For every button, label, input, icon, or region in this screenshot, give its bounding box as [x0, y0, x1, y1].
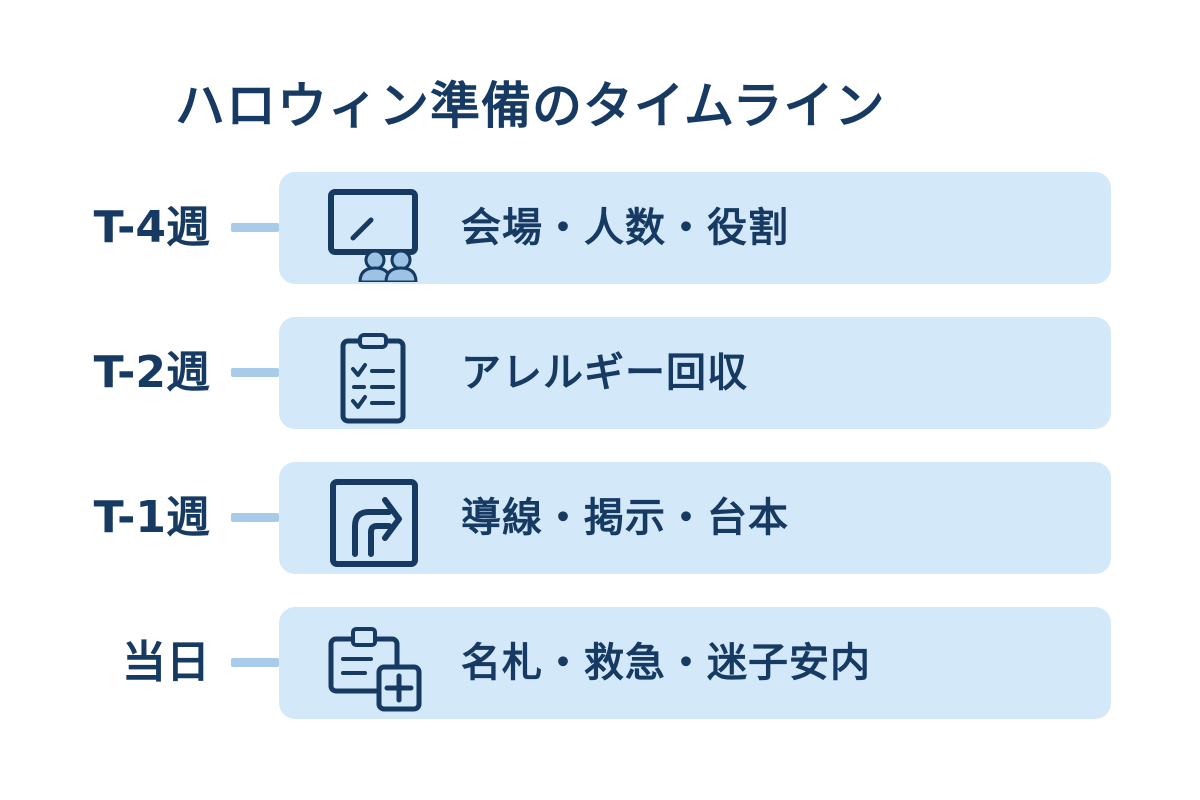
timeline-connector [231, 513, 279, 522]
timeline-label-t4: T-4週 [93, 202, 210, 253]
presentation-people-icon [327, 186, 423, 282]
timeline-card-t1: 導線・掲示・台本 [279, 462, 1111, 574]
timeline-connector [231, 368, 279, 377]
timeline-text-t2: アレルギー回収 [461, 350, 748, 396]
timeline-label-t1: T-1週 [93, 492, 210, 543]
timeline-label-day: 当日 [122, 637, 210, 688]
timeline-card-t4: 会場・人数・役割 [279, 172, 1111, 284]
timeline-card-day: 名札・救急・迷子安内 [279, 607, 1111, 719]
timeline-text-day: 名札・救急・迷子安内 [461, 640, 871, 686]
clipboard-checklist-icon [327, 331, 423, 427]
timeline-connector [231, 223, 279, 232]
timeline-row-t1: T-1週 導線・掲示・台本 [0, 462, 1200, 574]
timeline-row-day: 当日 名札・救急・迷子安内 [0, 607, 1200, 719]
badge-first-aid-icon [327, 621, 423, 717]
route-arrow-sign-icon [327, 476, 423, 572]
page-title: ハロウィン準備のタイムライン [175, 77, 886, 135]
timeline-text-t1: 導線・掲示・台本 [461, 495, 789, 541]
timeline-connector [231, 658, 279, 667]
timeline-card-t2: アレルギー回収 [279, 317, 1111, 429]
timeline-text-t4: 会場・人数・役割 [461, 205, 789, 251]
timeline-label-t2: T-2週 [93, 347, 210, 398]
timeline-row-t2: T-2週 アレルギー回収 [0, 317, 1200, 429]
timeline-row-t4: T-4週 会場・人数・役割 [0, 172, 1200, 284]
